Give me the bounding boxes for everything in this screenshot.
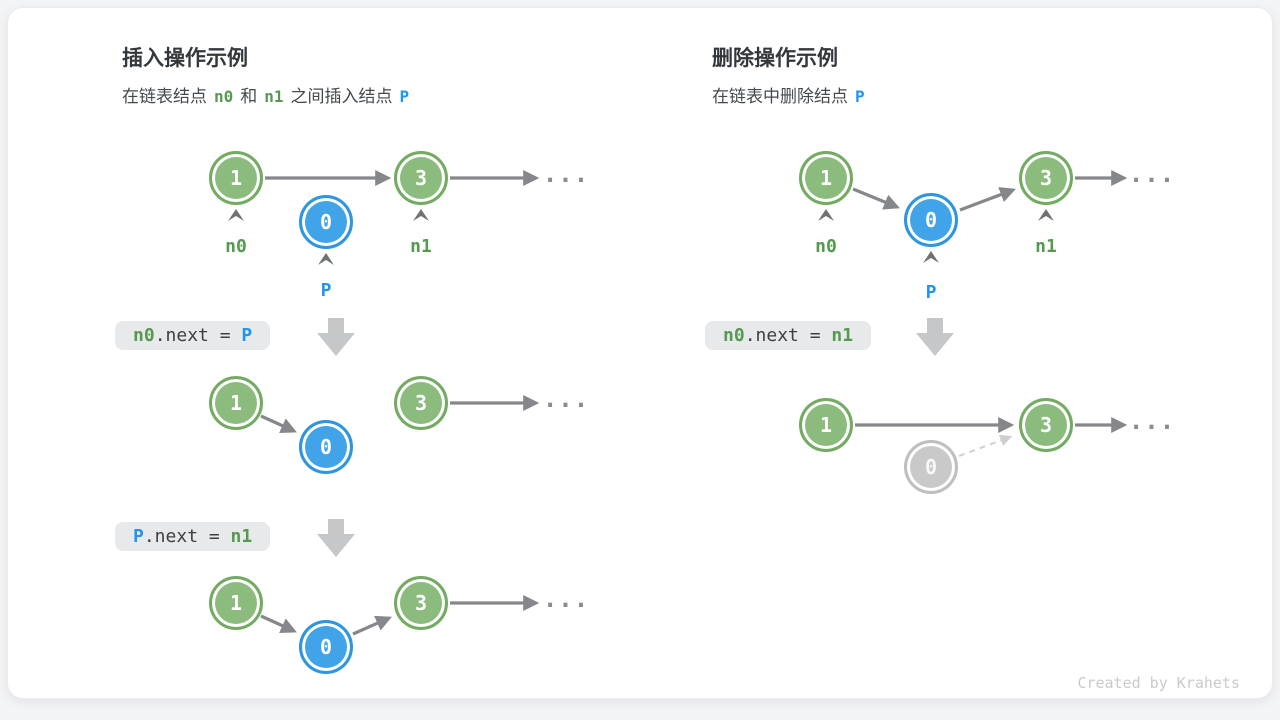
node-value: 0 xyxy=(319,435,333,459)
subtitle-text: 和 xyxy=(240,87,258,106)
inline-code-p: P xyxy=(855,87,865,106)
code-rhs: n1 xyxy=(230,526,253,547)
node-value: 0 xyxy=(924,455,938,479)
ellipsis: ... xyxy=(542,585,590,613)
subtitle-text: 在链表中删除结点 xyxy=(712,87,848,106)
node-0-blue: 0 xyxy=(904,193,958,247)
node-1-green: 1 xyxy=(209,151,263,205)
node-value: 0 xyxy=(319,210,333,234)
pointer-label-n1: n1 xyxy=(410,236,432,257)
code-lhs: n0 xyxy=(723,325,745,346)
code-lhs: P xyxy=(133,526,144,547)
ellipsis: ... xyxy=(1128,407,1176,435)
node-value: 1 xyxy=(819,413,833,437)
delete-title: 删除操作示例 xyxy=(712,47,838,70)
code-label-p-next-n1: P.next = n1 xyxy=(115,522,271,551)
node-1-green: 1 xyxy=(209,576,263,630)
node-0-blue: 0 xyxy=(299,620,353,674)
node-3-green: 3 xyxy=(394,576,448,630)
node-value: 1 xyxy=(229,391,243,415)
node-value: 3 xyxy=(1039,166,1053,190)
node-1-green: 1 xyxy=(799,151,853,205)
ellipsis: ... xyxy=(1128,160,1176,188)
insert-subtitle: 在链表结点 n0 和 n1 之间插入结点 P xyxy=(122,82,416,107)
code-rhs: n1 xyxy=(831,325,854,346)
node-value: 3 xyxy=(1039,413,1053,437)
node-value: 3 xyxy=(414,591,428,615)
code-lhs: n0 xyxy=(133,325,155,346)
subtitle-text: 在链表结点 xyxy=(122,87,207,106)
delete-subtitle: 在链表中删除结点 P xyxy=(712,82,872,107)
pointer-label-n1: n1 xyxy=(1035,236,1057,257)
node-value: 1 xyxy=(819,166,833,190)
inline-code-n0: n0 xyxy=(214,87,234,106)
inline-code-n1: n1 xyxy=(264,87,284,106)
pointer-label-p: P xyxy=(320,280,332,301)
ellipsis: ... xyxy=(542,160,590,188)
node-0-blue: 0 xyxy=(299,420,353,474)
canvas-card xyxy=(7,7,1273,699)
node-1-green: 1 xyxy=(209,376,263,430)
node-value: 3 xyxy=(414,166,428,190)
insert-title: 插入操作示例 xyxy=(122,47,248,70)
node-value: 1 xyxy=(229,166,243,190)
node-1-green: 1 xyxy=(799,398,853,452)
node-3-green: 3 xyxy=(1019,398,1073,452)
node-value: 0 xyxy=(319,635,333,659)
node-value: 0 xyxy=(924,208,938,232)
pointer-label-p: P xyxy=(925,282,937,303)
subtitle-text: 之间插入结点 xyxy=(290,87,393,106)
node-3-green: 3 xyxy=(394,151,448,205)
node-3-green: 3 xyxy=(1019,151,1073,205)
node-0-blue: 0 xyxy=(299,195,353,249)
code-label-n0-next-p: n0.next = P xyxy=(115,321,271,350)
inline-code-p: P xyxy=(399,87,410,106)
code-op: .next = xyxy=(744,325,832,346)
pointer-label-n0: n0 xyxy=(815,236,837,257)
node-value: 3 xyxy=(414,391,428,415)
ellipsis: ... xyxy=(542,385,590,413)
node-0-removed-gray: 0 xyxy=(904,440,958,494)
node-value: 1 xyxy=(229,591,243,615)
code-rhs: P xyxy=(241,325,253,346)
code-op: .next = xyxy=(154,325,242,346)
pointer-label-n0: n0 xyxy=(225,236,247,257)
credit-text: Created by Krahets xyxy=(1077,674,1240,692)
code-label-n0-next-n1: n0.next = n1 xyxy=(705,321,872,350)
code-op: .next = xyxy=(143,526,231,547)
node-3-green: 3 xyxy=(394,376,448,430)
